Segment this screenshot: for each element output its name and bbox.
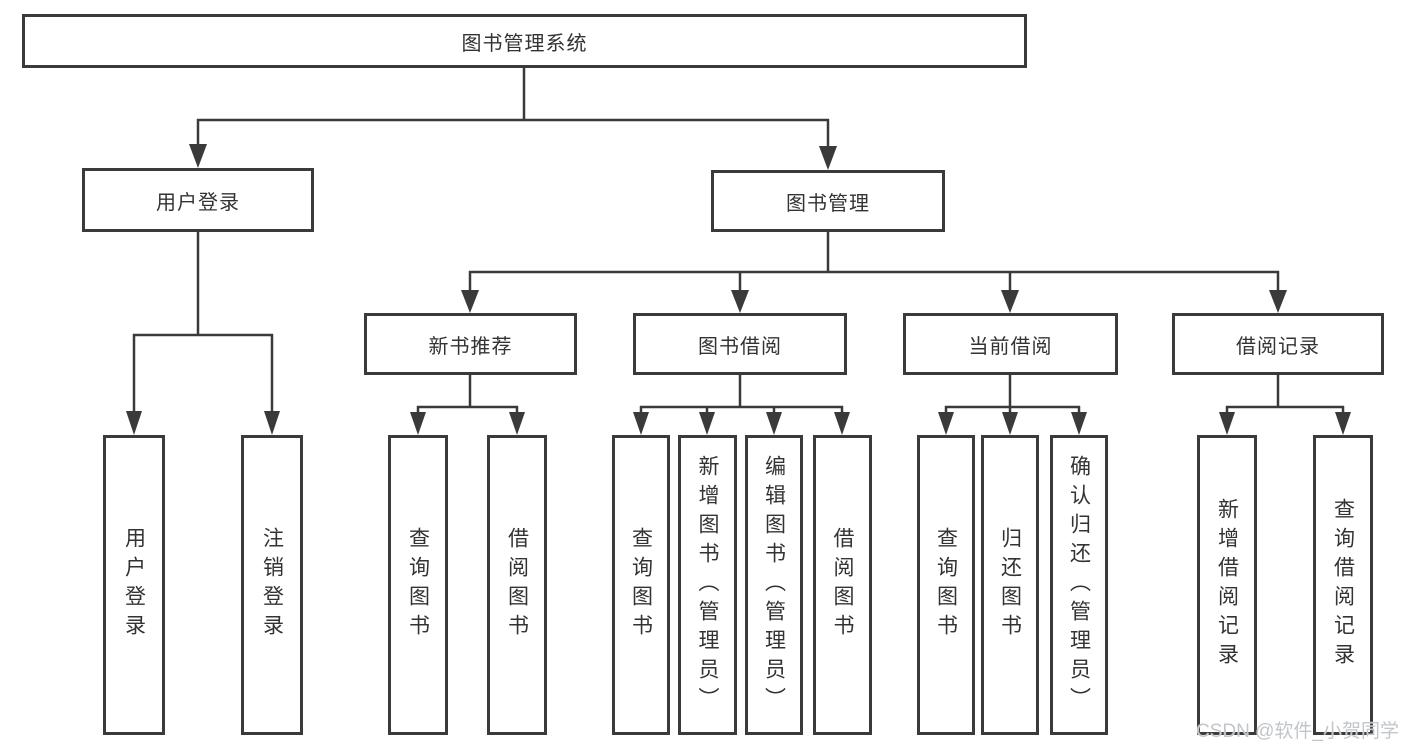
node-user-login-label: 用户登录: [156, 191, 240, 214]
node-current-borrowing-label: 当前借阅: [968, 335, 1053, 358]
leaf-query-books-1: 查询图书: [388, 435, 448, 735]
leaf-add-borrow-record: 新增借阅记录: [1197, 435, 1257, 735]
leaf-add-book-admin-label: 新增图书（管理员）: [696, 454, 719, 716]
leaf-query-borrow-record: 查询借阅记录: [1313, 435, 1373, 735]
node-book-borrowing: 图书借阅: [633, 313, 847, 375]
connector-root: [189, 68, 837, 170]
node-book-management: 图书管理: [711, 170, 945, 232]
connector-new-book-recommend: [410, 375, 525, 435]
node-user-login: 用户登录: [82, 168, 314, 232]
leaf-query-books-3-label: 查询图书: [934, 527, 958, 643]
node-book-management-label: 图书管理: [786, 192, 870, 215]
watermark: CSDN @软件_小贺同学: [1196, 721, 1399, 742]
leaf-query-borrow-record-label: 查询借阅记录: [1331, 498, 1355, 672]
node-borrowing-records: 借阅记录: [1172, 313, 1384, 375]
leaf-borrow-books-1: 借阅图书: [487, 435, 547, 735]
node-new-book-recommend: 新书推荐: [364, 313, 577, 375]
leaf-add-borrow-record-label: 新增借阅记录: [1215, 498, 1239, 672]
leaf-return-books: 归还图书: [981, 435, 1039, 735]
node-book-borrowing-label: 图书借阅: [698, 335, 782, 358]
node-current-borrowing: 当前借阅: [903, 313, 1118, 375]
leaf-query-books-2: 查询图书: [612, 435, 670, 735]
leaf-edit-book-admin: 编辑图书（管理员）: [745, 435, 803, 735]
node-root-label: 图书管理系统: [461, 32, 588, 55]
leaf-user-login-label: 用户登录: [122, 527, 146, 643]
node-borrowing-records-label: 借阅记录: [1236, 335, 1320, 358]
leaf-borrow-books-2-label: 借阅图书: [831, 527, 854, 643]
leaf-query-books-2-label: 查询图书: [629, 527, 653, 643]
leaf-confirm-return-admin: 确认归还（管理员）: [1050, 435, 1108, 735]
leaf-query-books-3: 查询图书: [917, 435, 975, 735]
leaf-query-books-1-label: 查询图书: [406, 527, 430, 643]
leaf-borrow-books-1-label: 借阅图书: [505, 527, 529, 643]
node-root: 图书管理系统: [22, 14, 1027, 68]
leaf-user-login: 用户登录: [103, 435, 165, 735]
leaf-borrow-books-2: 借阅图书: [813, 435, 872, 735]
connector-borrowing-records: [1219, 375, 1351, 435]
leaf-add-book-admin: 新增图书（管理员）: [678, 435, 737, 735]
leaf-confirm-return-admin-label: 确认归还（管理员）: [1067, 454, 1091, 716]
node-new-book-recommend-label: 新书推荐: [428, 335, 513, 358]
leaf-return-books-label: 归还图书: [998, 527, 1022, 643]
leaf-edit-book-admin-label: 编辑图书（管理员）: [762, 454, 786, 716]
connector-book-borrowing: [633, 375, 850, 435]
leaf-logout: 注销登录: [241, 435, 303, 735]
connector-book-management: [461, 232, 1287, 313]
leaf-logout-label: 注销登录: [260, 527, 284, 643]
connector-current-borrowing: [938, 375, 1087, 435]
connector-user-login: [126, 232, 280, 435]
